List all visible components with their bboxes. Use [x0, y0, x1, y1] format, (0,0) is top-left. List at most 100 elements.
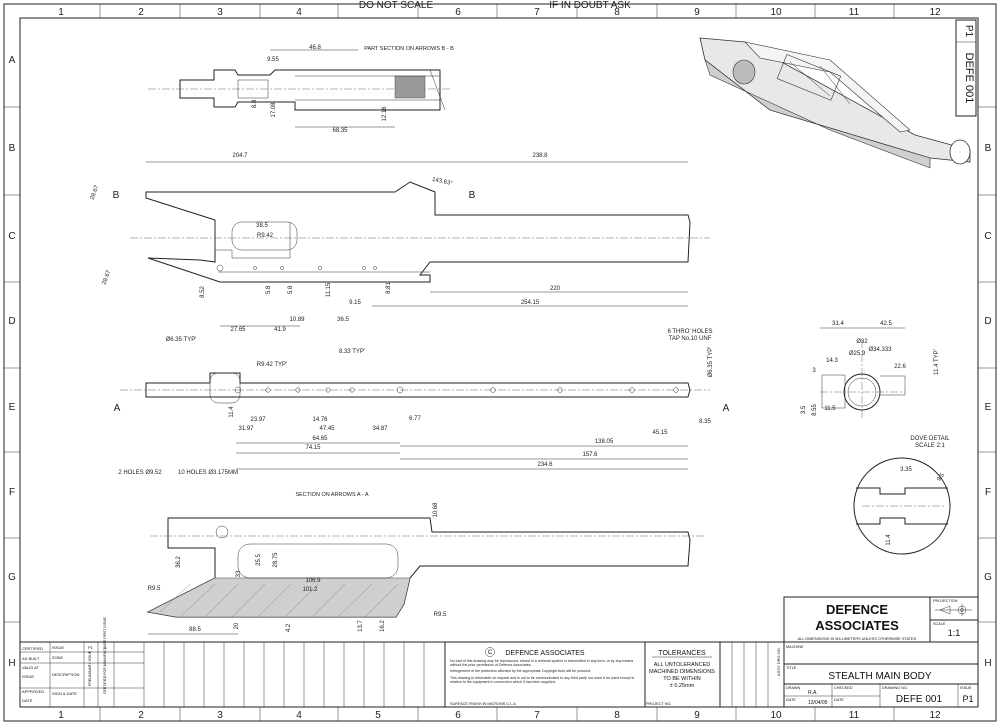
svg-text:11.4: 11.4	[229, 406, 235, 418]
svg-text:R9.42 TYP': R9.42 TYP'	[257, 362, 287, 368]
svg-text:Ø25.9: Ø25.9	[849, 351, 866, 357]
col-label: 12	[929, 710, 941, 721]
col-label: 7	[534, 7, 540, 18]
svg-text:27.65: 27.65	[230, 327, 246, 333]
svg-text:13/04/05: 13/04/05	[808, 700, 828, 706]
row-label: E	[985, 402, 992, 413]
svg-text:3: 3	[812, 368, 816, 374]
svg-text:13.7: 13.7	[358, 620, 364, 632]
svg-text:10 HOLES Ø3.175MM: 10 HOLES Ø3.175MM	[178, 470, 238, 476]
svg-text:28.67: 28.67	[90, 184, 101, 201]
title-block: CERTIFIED AS BUILT VALID AT ISSUE APPROV…	[19, 596, 979, 708]
column-labels-bottom: 1 2 3 4 5 6 7 8 9 10 11 12	[58, 710, 941, 721]
svg-text:12.16: 12.16	[382, 106, 388, 122]
svg-text:R9.42: R9.42	[257, 233, 274, 239]
column-labels-top: 1 2 3 4 6 7 8 9 10 11 12	[58, 7, 941, 18]
col-label: 4	[296, 710, 302, 721]
col-label: 1	[58, 710, 64, 721]
svg-text:234.6: 234.6	[537, 462, 553, 468]
dove-detail-title: DOVE DETAIL	[910, 436, 950, 442]
col-label: 11	[849, 710, 860, 721]
svg-text:220: 220	[550, 286, 561, 292]
svg-text:CHECKED: CHECKED	[834, 686, 853, 690]
projection-symbol	[935, 604, 972, 616]
issue-value: P1	[962, 694, 973, 704]
svg-text:3.5: 3.5	[801, 405, 807, 414]
svg-text:10.68: 10.68	[433, 502, 439, 518]
svg-text:2 HOLES Ø9.52: 2 HOLES Ø9.52	[118, 470, 162, 476]
drawing-title: STEALTH MAIN BODY	[828, 671, 931, 682]
surface-finish: SURFACE FINISH IN MICRONS C.L.A	[450, 702, 516, 706]
top-view-a: Ø6.35 TYP' R9.42 TYP' 8.33 TYP' 6 THRO' …	[114, 329, 730, 470]
svg-text:SIGN & DATE: SIGN & DATE	[52, 691, 77, 696]
svg-text:ISSUE: ISSUE	[960, 686, 972, 690]
svg-text:6 THRO' HOLES: 6 THRO' HOLES	[667, 329, 712, 335]
row-label: H	[8, 658, 15, 669]
side-view-b: 204.7 238.8 28.67 143.63° 38.5 R9.42 28.…	[90, 153, 710, 333]
svg-text:TAP No.10 UNF: TAP No.10 UNF	[669, 336, 712, 342]
section-aa-view: SECTION ON ARROWS A - A 2 HOLES Ø9.52 10…	[118, 470, 705, 635]
svg-text:138.05: 138.05	[595, 439, 614, 445]
row-label: D	[984, 316, 991, 327]
svg-text:5.8: 5.8	[288, 285, 294, 294]
row-label: A	[9, 55, 16, 66]
svg-text:25.5: 25.5	[256, 554, 262, 566]
col-label: 9	[694, 710, 700, 721]
svg-text:36.5: 36.5	[337, 317, 349, 323]
svg-text:33: 33	[236, 570, 242, 577]
svg-text:8.52: 8.52	[200, 286, 206, 298]
border-ticks	[4, 4, 996, 721]
col-label: 3	[217, 7, 223, 18]
company-name-1: DEFENCE	[826, 602, 888, 617]
svg-text:Ø32: Ø32	[856, 339, 868, 345]
svg-text:9.55: 9.55	[267, 57, 279, 63]
svg-text:38.5: 38.5	[256, 223, 268, 229]
part-section-title: PART SECTION ON ARROWS B - B	[364, 46, 454, 52]
dove-detail: DOVE DETAIL SCALE 2:1 3.35 9.5 11.4	[853, 436, 951, 555]
svg-text:157.6: 157.6	[582, 452, 598, 458]
outer-border	[3, 3, 997, 722]
svg-text:74.15: 74.15	[305, 445, 321, 451]
tolerances-title: TOLERANCES	[658, 650, 706, 657]
svg-text:20: 20	[234, 622, 240, 629]
corner-tab: P1 DEFE 001	[955, 19, 977, 117]
row-label: B	[9, 143, 16, 154]
svg-text:47.45: 47.45	[319, 426, 335, 432]
arrow-b-right: B	[469, 190, 476, 201]
svg-text:254.15: 254.15	[521, 300, 540, 306]
svg-text:P1: P1	[88, 645, 94, 650]
svg-text:31.4: 31.4	[832, 321, 844, 327]
svg-text:CERTIFIED: CERTIFIED	[22, 646, 43, 651]
hole-dia-label: Ø6.35 TYP'	[166, 337, 197, 343]
row-labels-left: A B C D E F G H	[8, 55, 16, 669]
corner-drawing-no: DEFE 001	[963, 53, 975, 104]
dove-detail-scale: SCALE 2:1	[915, 443, 945, 449]
col-label: 9	[694, 7, 700, 18]
svg-text:PROJECT NO.: PROJECT NO.	[646, 702, 671, 706]
svg-text:23.97: 23.97	[250, 417, 266, 423]
drawing-number: DEFE 001	[896, 694, 943, 705]
company-name-2: ASSOCIATES	[815, 618, 899, 633]
svg-text:ISSUE: ISSUE	[22, 674, 34, 679]
svg-text:16.2: 16.2	[380, 620, 386, 632]
svg-text:MACHINED DIMENSIONS: MACHINED DIMENSIONS	[649, 669, 715, 675]
col-label: 8	[614, 7, 620, 18]
svg-text:41.9: 41.9	[274, 327, 286, 333]
svg-text:6.77: 6.77	[409, 416, 421, 422]
isometric-view	[699, 37, 971, 169]
svg-text:DATE: DATE	[834, 698, 844, 702]
row-label: C	[8, 231, 15, 242]
row-label: C	[984, 231, 991, 242]
svg-text:36.2: 36.2	[176, 556, 182, 568]
svg-text:PRELIMINARY ISSUE: PRELIMINARY ISSUE	[88, 650, 92, 686]
svg-text:A: A	[104, 645, 107, 650]
svg-text:DATE: DATE	[22, 698, 33, 703]
row-label: B	[985, 143, 992, 154]
col-label: 7	[534, 710, 540, 721]
row-label: H	[984, 658, 991, 669]
svg-text:4.2: 4.2	[286, 623, 292, 632]
svg-text:28.67: 28.67	[102, 269, 113, 286]
svg-text:8.55: 8.55	[812, 404, 818, 416]
copyright-text-2: Infringement of the protection afforded …	[450, 669, 591, 674]
svg-text:9.15: 9.15	[349, 300, 361, 306]
